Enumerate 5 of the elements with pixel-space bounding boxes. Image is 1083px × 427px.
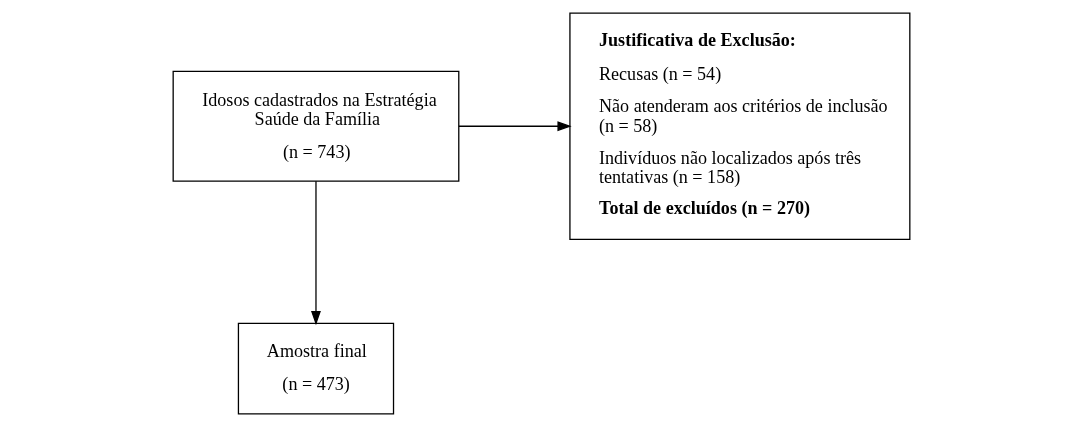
node-box: Amostra final (n = 473)	[237, 322, 395, 415]
node-box: Idosos cadastrados na Estratégia Saúde da Família (n = 743)	[172, 70, 460, 182]
node-box: Justificativa de Exclusão: Recusas (n = 54) Não atenderam aos critérios de inclusão (n = 58) Indivíduos não localizados após três tentativas (n = 158) Total de excluídos (n = 270)	[569, 12, 911, 240]
arrow	[311, 180, 321, 326]
arrow	[458, 121, 572, 132]
